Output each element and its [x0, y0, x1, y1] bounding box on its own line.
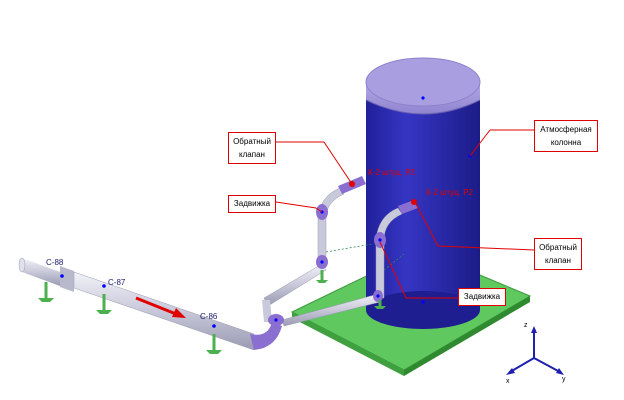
nozzle-tag-2: К-2 штуц. Р2 — [426, 188, 473, 197]
main-pipe — [18, 257, 282, 351]
axis-label-y: y — [562, 376, 566, 383]
callout-line-2: клапан — [239, 150, 265, 159]
callout-column: Атмосферная колонна — [534, 120, 598, 152]
callout-line-1: Задвижка — [233, 199, 271, 208]
callout-line-2: колонна — [550, 138, 582, 147]
nozzle-tag-1: К-2 штуц. Р2 — [368, 168, 415, 177]
branch-pipe-1 — [262, 176, 366, 322]
dashed-links — [325, 243, 405, 271]
support-branch-2 — [374, 300, 386, 309]
axis-label-x: x — [506, 378, 510, 385]
branch-pipe-2 — [268, 199, 418, 327]
node-label-c88: С-88 — [46, 258, 64, 267]
node-label-c87: С-87 — [108, 278, 126, 287]
node-label-c86: С-86 — [200, 312, 218, 321]
atmospheric-column — [365, 57, 481, 329]
support-c87 — [96, 294, 112, 314]
axis-triad — [506, 326, 564, 375]
callout-check-valve-top: Обратный клапан — [228, 132, 276, 164]
callout-gate-valve-right: Задвижка — [458, 288, 506, 306]
callout-line-2: клапан — [545, 256, 571, 265]
support-branch-1 — [316, 270, 328, 283]
axis-label-z: z — [524, 322, 528, 329]
callout-line-1: Обратный — [233, 137, 271, 146]
callout-line-1: Обратный — [539, 243, 577, 252]
callout-gate-valve-left: Задвижка — [228, 195, 276, 213]
support-c88 — [38, 282, 54, 302]
callout-line-1: Задвижка — [463, 292, 501, 301]
pipe-supports — [38, 270, 386, 354]
node-markers — [60, 274, 216, 328]
callout-line-1: Атмосферная — [540, 125, 592, 134]
flow-arrow — [135, 296, 186, 318]
leader-lines — [275, 129, 535, 299]
support-c86 — [206, 334, 222, 354]
callout-check-valve-right: Обратный клапан — [534, 238, 582, 270]
